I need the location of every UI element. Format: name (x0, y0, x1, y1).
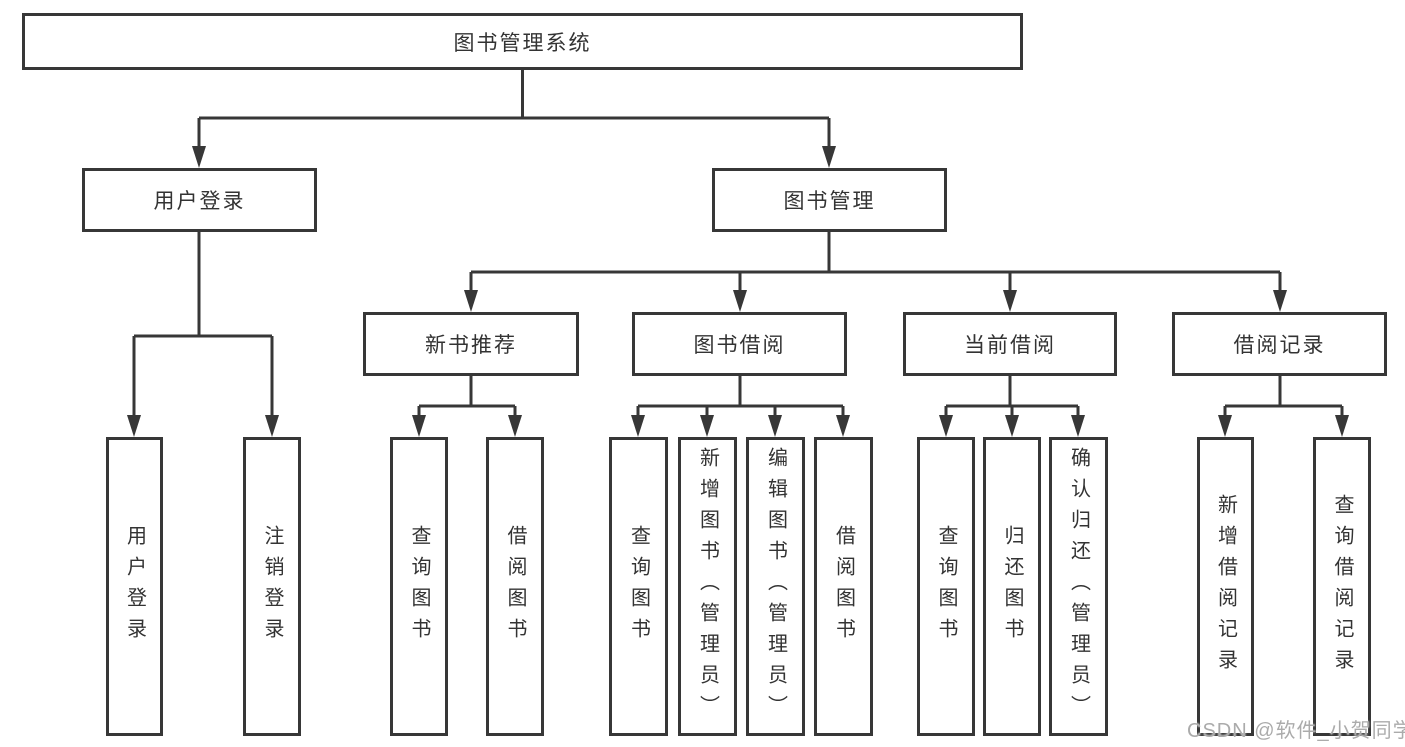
node-current-borrowing: 当前借阅 (903, 312, 1117, 376)
leaf-query-books: 查询图书 (917, 437, 975, 736)
leaf-label: 借阅图书 (504, 524, 526, 649)
leaf-label: 查询图书 (935, 524, 957, 649)
leaf-label: 新增图书（管理员） (696, 447, 719, 726)
node-book-borrowing: 图书借阅 (632, 312, 847, 376)
leaf-borrow-books: 借阅图书 (486, 437, 544, 736)
leaf-label: 查询图书 (627, 524, 650, 649)
leaf-user-login: 用户登录 (106, 437, 163, 736)
leaf-add-books-admin: 新增图书（管理员） (678, 437, 737, 736)
leaf-label: 归还图书 (1001, 524, 1023, 649)
csdn-watermark: CSDN @软件_小贺同学 (1187, 720, 1405, 742)
leaf-label: 查询借阅记录 (1331, 493, 1353, 680)
leaf-label: 注销登录 (261, 524, 283, 649)
arrowheads (127, 146, 1349, 437)
leaf-label: 查询图书 (408, 524, 430, 649)
leaf-add-borrow-record: 新增借阅记录 (1197, 437, 1254, 736)
leaf-query-borrow-record: 查询借阅记录 (1313, 437, 1371, 736)
leaf-label: 编辑图书（管理员） (764, 447, 787, 726)
leaf-query-books: 查询图书 (390, 437, 448, 736)
leaf-label: 用户登录 (123, 524, 146, 649)
leaf-return-books: 归还图书 (983, 437, 1041, 736)
leaf-edit-books-admin: 编辑图书（管理员） (746, 437, 805, 736)
node-root: 图书管理系统 (22, 13, 1023, 70)
leaf-label: 确认归还（管理员） (1067, 447, 1090, 726)
node-user-login: 用户登录 (82, 168, 317, 232)
leaf-label: 借阅图书 (832, 524, 855, 649)
node-new-book-recommend: 新书推荐 (363, 312, 579, 376)
node-borrowing-records: 借阅记录 (1172, 312, 1387, 376)
leaf-logout: 注销登录 (243, 437, 301, 736)
leaf-label: 新增借阅记录 (1214, 493, 1237, 680)
leaf-query-books: 查询图书 (609, 437, 668, 736)
node-book-management: 图书管理 (712, 168, 947, 232)
leaf-borrow-books: 借阅图书 (814, 437, 873, 736)
leaf-confirm-return-admin: 确认归还（管理员） (1049, 437, 1108, 736)
